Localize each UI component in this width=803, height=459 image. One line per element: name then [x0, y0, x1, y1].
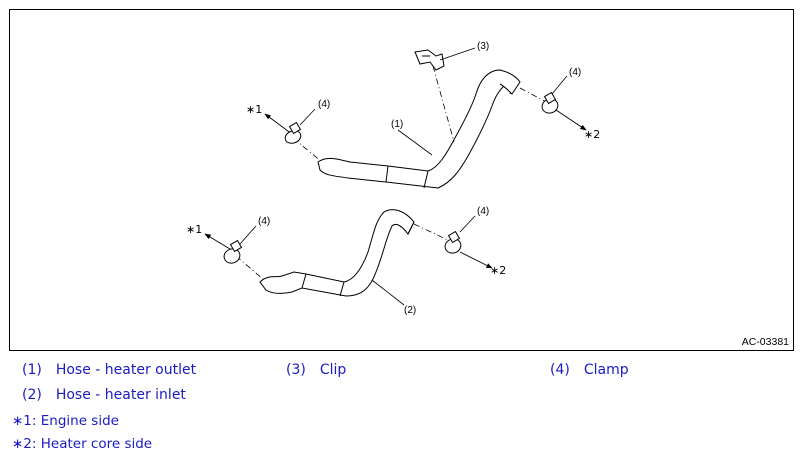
marker-engine-side-top: ∗1: [246, 103, 262, 116]
marker-heater-core-side-top: ∗2: [584, 128, 600, 141]
callout-bottom-right-clamp: (4): [477, 206, 489, 217]
note-engine-side: ∗1: Engine side: [12, 413, 119, 429]
legend-number: (3): [286, 362, 306, 378]
hose-heater-inlet: [259, 209, 415, 297]
callout-bottom-left-clamp: (4): [258, 216, 270, 227]
bottom-centerlines: [235, 223, 453, 281]
callout-top-left-clamp: (4): [318, 99, 330, 110]
legend-number: (4): [550, 362, 570, 378]
legend-item-hose-heater-outlet: (1) Hose - heater outlet: [22, 362, 196, 378]
legend-item-clamp: (4) Clamp: [550, 362, 629, 378]
callout-top-right-clamp: (4): [569, 67, 581, 78]
legend-label: Clip: [319, 362, 347, 378]
clip: [414, 49, 445, 71]
hose-heater-outlet: [317, 69, 521, 189]
clamp-bottom-left: [223, 239, 243, 264]
clamp-top-right: [541, 91, 559, 114]
diagram-frame: (4) (1) (3) (4) ∗1 ∗2: [9, 9, 794, 351]
note-heater-core-side: ∗2: Heater core side: [12, 436, 153, 452]
legend-item-clip: (3) Clip: [286, 362, 346, 378]
callout-hose-inlet: (2): [404, 305, 416, 316]
marker-heater-core-side-bottom: ∗2: [490, 264, 506, 277]
callout-clip: (3): [477, 41, 489, 52]
figure-id: AC-03381: [741, 336, 789, 348]
legend-item-hose-heater-inlet: (2) Hose - heater inlet: [22, 387, 186, 403]
arrow-heater-core-side-top: [555, 109, 587, 131]
clamp-bottom-right: [444, 230, 462, 254]
legend-number: (1): [22, 362, 42, 378]
hose-diagram: (4) (1) (3) (4) ∗1 ∗2: [186, 41, 600, 316]
legend-label: Clamp: [583, 362, 629, 378]
bottom-leaders: [239, 215, 476, 306]
legend-number: (2): [22, 387, 42, 403]
legend-label: Hose - heater inlet: [55, 387, 186, 403]
clamp-top-left: [284, 121, 302, 144]
callout-hose-outlet: (1): [391, 119, 403, 130]
legend-label: Hose - heater outlet: [55, 362, 197, 378]
arrow-heater-core-side-bottom: [459, 251, 493, 269]
top-leaders: [299, 47, 568, 156]
marker-engine-side-bottom: ∗1: [186, 223, 202, 236]
arrow-engine-side-top: [264, 113, 293, 135]
